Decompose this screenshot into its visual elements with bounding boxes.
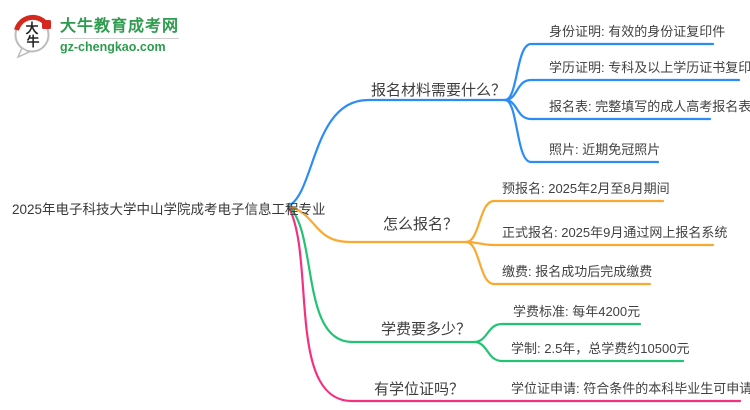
child-node: 学费标准: 每年4200元 — [513, 304, 641, 319]
logo-red-arc — [14, 14, 46, 31]
child-node: 身份证明: 有效的身份证复印件 — [549, 24, 726, 39]
site-logo[interactable]: 大 牛 大牛教育成考网 gz-chengkao.com — [12, 13, 180, 59]
child-node: 缴费: 报名成功后完成缴费 — [502, 264, 653, 279]
logo-title: 大牛教育成考网 — [60, 18, 180, 35]
child-node: 正式报名: 2025年9月通过网上报名系统 — [502, 225, 728, 240]
logo-domain: gz-chengkao.com — [60, 38, 180, 54]
branch-node-how-to-apply: 怎么报名？ — [383, 216, 459, 233]
branch-child-line — [503, 78, 741, 102]
child-node: 学位证申请: 符合条件的本科毕业生可申请 — [511, 381, 750, 396]
child-node: 照片: 近期免冠照片 — [549, 142, 661, 157]
branch-trunk-line — [286, 204, 476, 344]
branch-node-materials: 报名材料需要什么？ — [371, 82, 507, 99]
branch-child-line — [464, 240, 715, 247]
branch-node-degree: 有学位证吗？ — [374, 381, 465, 398]
mindmap-root-node: 2025年电子科技大学中山学院成考电子信息工程专业 — [12, 202, 326, 217]
branch-child-line — [472, 340, 685, 363]
child-node: 学历证明: 专科及以上学历证书复印件 — [549, 60, 750, 75]
branch-child-line — [503, 42, 715, 102]
svg-text:牛: 牛 — [26, 34, 39, 49]
branch-trunk-line — [286, 204, 468, 244]
child-node: 预报名: 2025年2月至8月期间 — [502, 181, 670, 196]
branch-child-line — [464, 240, 652, 286]
branch-node-tuition: 学费要多少？ — [381, 321, 472, 338]
branch-child-line — [464, 199, 665, 244]
logo-bubble-icon: 大 牛 — [14, 14, 51, 59]
branch-trunk-line — [286, 98, 507, 208]
branch-child-line — [503, 98, 660, 164]
branch-trunk-line — [286, 204, 742, 403]
child-node: 报名表: 完整填写的成人高考报名表 — [549, 99, 750, 114]
child-node: 学制: 2.5年，总学费约10500元 — [511, 341, 690, 356]
branch-child-line — [472, 322, 642, 344]
logo-seal — [42, 20, 51, 29]
svg-text:大: 大 — [25, 21, 38, 36]
